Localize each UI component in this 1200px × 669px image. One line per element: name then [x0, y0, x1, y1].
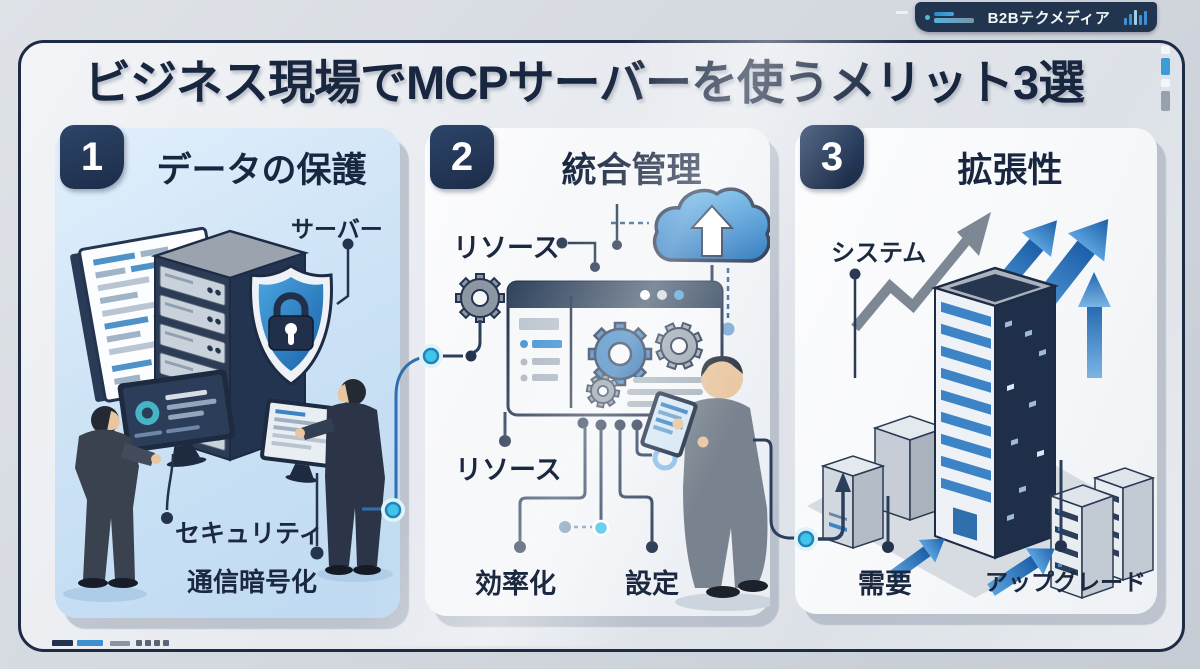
resource-mid-connector [499, 412, 511, 447]
label-demand: 需要 [858, 569, 912, 599]
badge-dash [896, 11, 908, 14]
label-upgrade: アップグレード [985, 569, 1146, 595]
resource-top-connector [556, 204, 649, 272]
panel3-illustration [805, 212, 1156, 600]
server-racks-icon [1048, 467, 1156, 600]
label-settings: 設定 [625, 569, 679, 599]
label-encryption: 通信暗号化 [187, 567, 318, 597]
gear-connector [435, 320, 482, 362]
brand-badge: B2Bテクメディア [915, 2, 1157, 32]
panel-heading: データの保護 [156, 151, 367, 190]
shield-lock-icon [249, 264, 333, 386]
incoming-connector [805, 472, 851, 541]
label-efficiency: 効率化 [475, 569, 556, 599]
admin-window-icon [506, 280, 724, 417]
demand-connector [882, 496, 894, 553]
system-connector [849, 268, 861, 378]
panel-integrated-management: 2 統合管理 [425, 125, 770, 616]
panel-heading: 統合管理 [561, 151, 702, 190]
panel2-illustration [435, 187, 770, 611]
window-connectors [514, 417, 678, 553]
label-security: セキュリティ [175, 520, 324, 548]
panel-number-badge: 2 [430, 125, 494, 189]
security-connector-line [161, 453, 175, 524]
person-left [63, 406, 161, 602]
panel-number-badge: 1 [60, 125, 124, 189]
label-resource-mid: リソース [455, 455, 562, 485]
panel-heading: 拡張性 [957, 151, 1063, 190]
label-server: サーバー [291, 216, 383, 242]
footer-deco-bars [52, 640, 172, 646]
brand-logo-icon [925, 11, 974, 23]
bar-chart-icon [1124, 9, 1147, 25]
person-tablet [640, 356, 770, 611]
main-building-icon [930, 266, 1060, 560]
dashboard-monitor-icon [117, 369, 236, 467]
scale-arrows-icon [889, 538, 1055, 596]
panel1-illustration [63, 226, 393, 602]
panel-scalability: 3 拡張性 [795, 125, 1157, 614]
brand-name: B2Bテクメディア [987, 9, 1111, 27]
server-connector-line [336, 238, 354, 306]
cloud-upload-icon [652, 187, 770, 336]
panel-data-protection: 1 データの保護 [55, 125, 400, 618]
panel-number-badge: 3 [800, 125, 864, 189]
upgrade-connector [1055, 460, 1067, 552]
encryption-connector-line [310, 473, 324, 560]
deco-bars-icon [1161, 46, 1170, 115]
gear-icon [455, 273, 505, 323]
label-resource-top: リソース [453, 233, 560, 263]
label-system: システム [831, 240, 927, 267]
page-title: ビジネス現場でMCPサーバーを使うメリット3選 [84, 56, 1085, 109]
